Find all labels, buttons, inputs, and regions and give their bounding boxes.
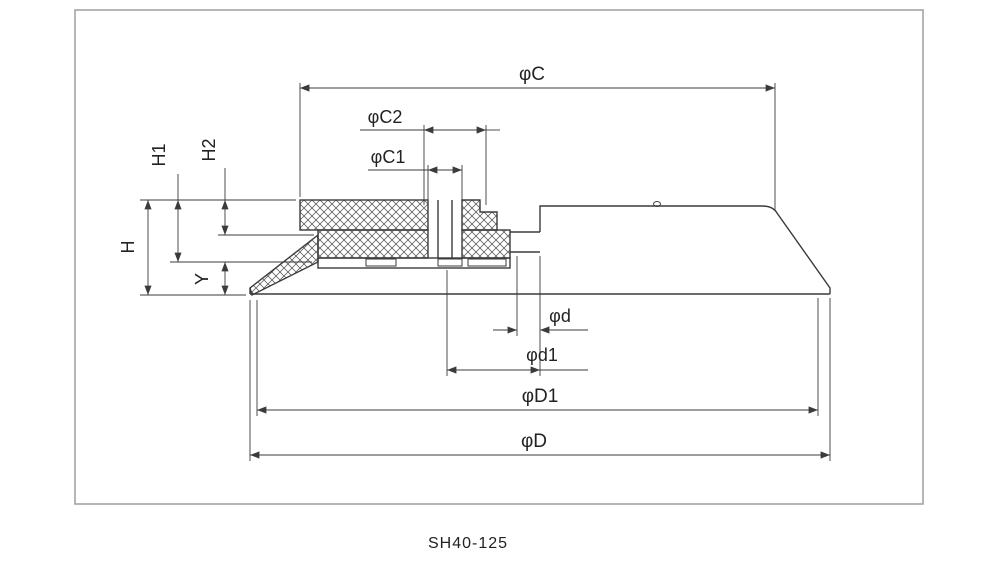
flange-layer-right <box>461 229 511 259</box>
vent-hole <box>653 201 661 207</box>
cup-lip-section <box>249 233 319 297</box>
dim-label-phi-d1: φd1 <box>526 345 558 365</box>
dim-label-phi-c: φC <box>519 64 545 85</box>
part-number: SH40-125 <box>428 535 508 552</box>
dim-label-phi-D: φD <box>521 431 547 452</box>
dim-label-h2: H2 <box>199 138 219 161</box>
part-section <box>249 199 831 297</box>
dimension-labels: φC φC2 φC1 H1 H2 H Y φd φd1 φD1 φD <box>118 64 571 452</box>
dim-label-phi-c1: φC1 <box>371 147 406 167</box>
dim-label-phi-c2: φC2 <box>368 107 403 127</box>
slot-2 <box>437 258 463 267</box>
dim-label-y: Y <box>192 273 212 285</box>
bottom-plate <box>317 257 511 269</box>
slot-3 <box>467 258 507 267</box>
cup-outline <box>539 205 831 294</box>
flange-layer-left <box>317 229 429 259</box>
slot-1 <box>365 258 397 267</box>
dim-label-h: H <box>118 241 138 254</box>
dim-label-h1: H1 <box>149 143 169 166</box>
dimension-lines <box>140 83 831 461</box>
top-plate-left <box>299 199 429 231</box>
dim-label-phi-D1: φD1 <box>522 386 559 407</box>
dim-label-phi-d: φd <box>549 306 571 326</box>
